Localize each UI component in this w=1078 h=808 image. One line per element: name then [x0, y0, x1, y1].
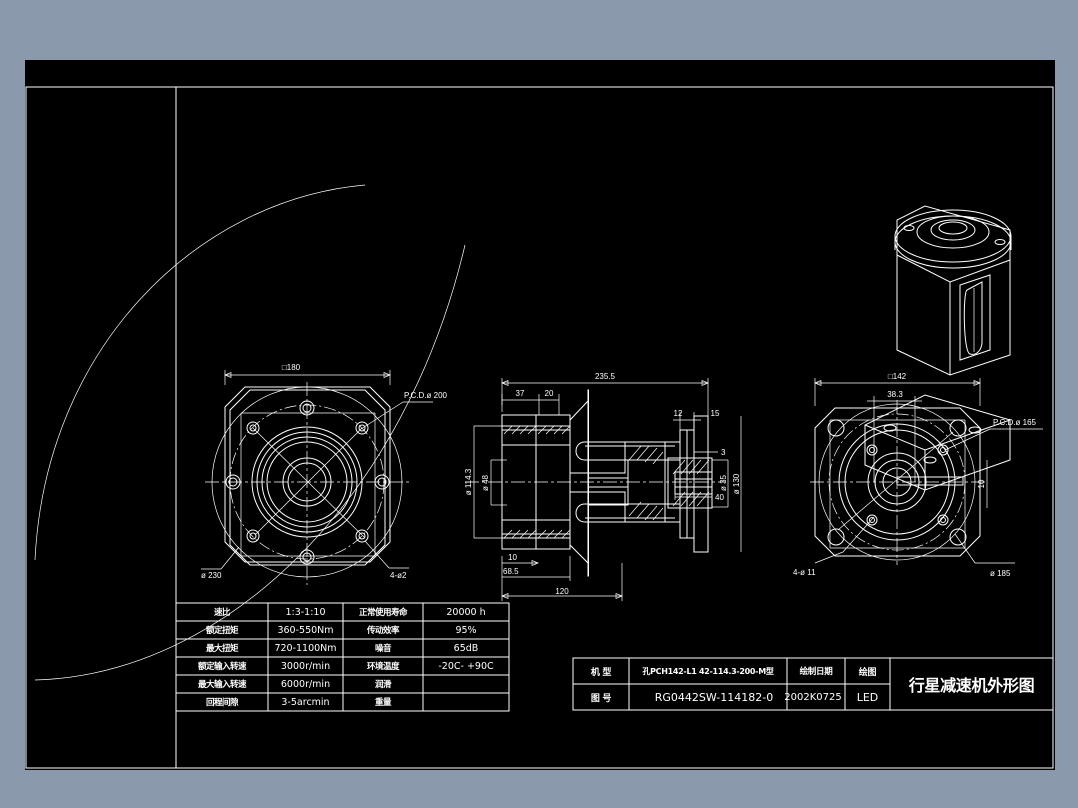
- dim-40-text: 40: [715, 493, 724, 502]
- dim-38-3: 38.3: [867, 390, 922, 408]
- dim-3: 3: [694, 448, 726, 457]
- dim-120: 120: [502, 563, 622, 601]
- dim-left-square: □180: [225, 363, 390, 385]
- spec-cell-r1-c0: 额定扭矩: [205, 625, 239, 636]
- spec-table: [176, 603, 509, 711]
- spec-cell-r1-c2: 传动效率: [366, 625, 400, 636]
- spec-cell-r4-c3: [423, 678, 509, 692]
- cad-drawing: □180 P.C.D.ø 200 ø 230 4-ø2: [25, 60, 1055, 770]
- leader-left-outer-dia-text: ø 230: [201, 571, 222, 580]
- title-block-drawn-value: LED: [856, 690, 879, 704]
- dim-3-text: 3: [721, 448, 726, 457]
- dim-dia-130: ø 130: [732, 416, 741, 552]
- leader-right-pcd: P.C.D.ø 165: [945, 418, 1043, 450]
- leader-left-outer-dia: ø 230: [201, 547, 239, 580]
- leader-left-pcd: P.C.D.ø 200: [361, 391, 448, 429]
- dim-37-text: 37: [516, 389, 525, 398]
- leader-left-holes-text: 4-ø2: [390, 571, 407, 580]
- dim-37-20: 37 20: [502, 389, 559, 415]
- view-right-flange: □142 38.3 P.C.D.ø 165 ø 185: [793, 372, 1043, 578]
- spec-cell-r2-c1: 720-1100Nm: [274, 642, 337, 654]
- spec-cell-r4-c1: 6000r/min: [280, 678, 331, 690]
- title-block-model-value: 孔PCH142-L1 42-114.3-200-M型: [642, 666, 774, 676]
- spec-cell-r1-c1: 360-550Nm: [277, 624, 334, 636]
- dim-68-5-text: 68.5: [503, 567, 519, 576]
- spec-cell-r3-c1: 3000r/min: [280, 660, 331, 672]
- spec-cell-r4-c0: 最大输入转速: [197, 679, 247, 690]
- spec-cell-r5-c3: [423, 696, 509, 710]
- dim-38-3-text: 38.3: [887, 390, 903, 399]
- dim-dia-130-text: ø 130: [732, 473, 741, 494]
- dim-right-square: □142: [815, 372, 980, 406]
- dim-dia-35: ø 35: [712, 460, 728, 507]
- leader-right-outer-dia-text: ø 185: [990, 569, 1011, 578]
- dim-dia-48-text: ø 48: [481, 474, 490, 491]
- leader-right-holes: 4-ø 11: [793, 517, 874, 577]
- dim-120-text: 120: [555, 587, 569, 596]
- spec-cell-r2-c0: 最大扭矩: [205, 643, 239, 654]
- dim-20-text: 20: [545, 389, 554, 398]
- dim-68-5: 68.5: [502, 556, 570, 581]
- title-block-date-label: 绘制日期: [799, 667, 833, 677]
- view-section: 235.5 37 20 12 15: [464, 372, 741, 601]
- dim-overall-length: 235.5: [502, 372, 708, 412]
- dim-left-square-text: □180: [282, 363, 301, 372]
- dim-12-text: 12: [674, 409, 683, 418]
- dim-12-15: 12 15: [673, 409, 720, 438]
- dim-dia-48: ø 48: [481, 460, 507, 505]
- spec-cell-r0-c0: 速比: [213, 607, 231, 618]
- spec-cell-r4-c2: 润滑: [374, 679, 392, 690]
- dim-10-text: 10: [508, 553, 517, 562]
- spec-cell-r3-c2: 环境温度: [366, 661, 400, 672]
- title-block-model-label: 机 型: [590, 667, 612, 678]
- spec-cell-r0-c1: 1:3-1:10: [285, 606, 326, 618]
- leader-right-holes-text: 4-ø 11: [793, 568, 816, 577]
- spec-cell-r5-c2: 重量: [374, 697, 392, 708]
- spec-cell-r0-c2: 正常使用寿命: [358, 607, 408, 618]
- leader-right-pcd-text: P.C.D.ø 165: [993, 418, 1037, 427]
- dim-dia-114-text: ø 114.3: [464, 468, 473, 495]
- view-isometric: [865, 206, 1011, 490]
- dim-dia-114: ø 114.3: [464, 426, 502, 538]
- title-block-drawn-label: 绘图: [858, 667, 877, 678]
- title-block-drawing-no-label: 图 号: [590, 693, 612, 704]
- leader-right-outer-dia: ø 185: [955, 534, 1015, 578]
- title-block-sheet-title: 行星减速机外形图: [908, 676, 1035, 695]
- leader-left-pcd-text: P.C.D.ø 200: [404, 391, 448, 400]
- dim-overall-length-text: 235.5: [595, 372, 616, 381]
- title-block-frame: [573, 658, 1053, 710]
- dim-dia-35-text: ø 35: [719, 474, 728, 491]
- spec-cell-r3-c0: 额定输入转速: [197, 661, 247, 672]
- title-block-drawing-no-value: RG0442SW-114182-0: [654, 690, 774, 704]
- title-block-date-value: 2002K0725: [784, 691, 842, 703]
- dim-right-square-text: □142: [888, 372, 907, 381]
- leader-left-holes: 4-ø2: [365, 541, 409, 580]
- dim-key-10: 10: [977, 460, 987, 508]
- spec-cell-r1-c3: 95%: [455, 624, 477, 636]
- spec-cell-r3-c3: -20C- +90C: [438, 660, 494, 672]
- spec-cell-r5-c0: 回程间隙: [205, 697, 239, 708]
- dim-15-text: 15: [711, 409, 720, 418]
- spec-cell-r2-c2: 噪音: [374, 643, 392, 654]
- spec-cell-r2-c3: 65dB: [453, 642, 479, 654]
- view-left-flange: □180 P.C.D.ø 200 ø 230 4-ø2: [201, 363, 448, 585]
- dim-key-10-text: 10: [977, 479, 986, 488]
- dim-40: 40: [675, 493, 724, 502]
- spec-cell-r0-c3: 20000 h: [446, 606, 486, 618]
- spec-cell-r5-c1: 3-5arcmin: [281, 696, 330, 708]
- dim-10: 10: [502, 553, 538, 566]
